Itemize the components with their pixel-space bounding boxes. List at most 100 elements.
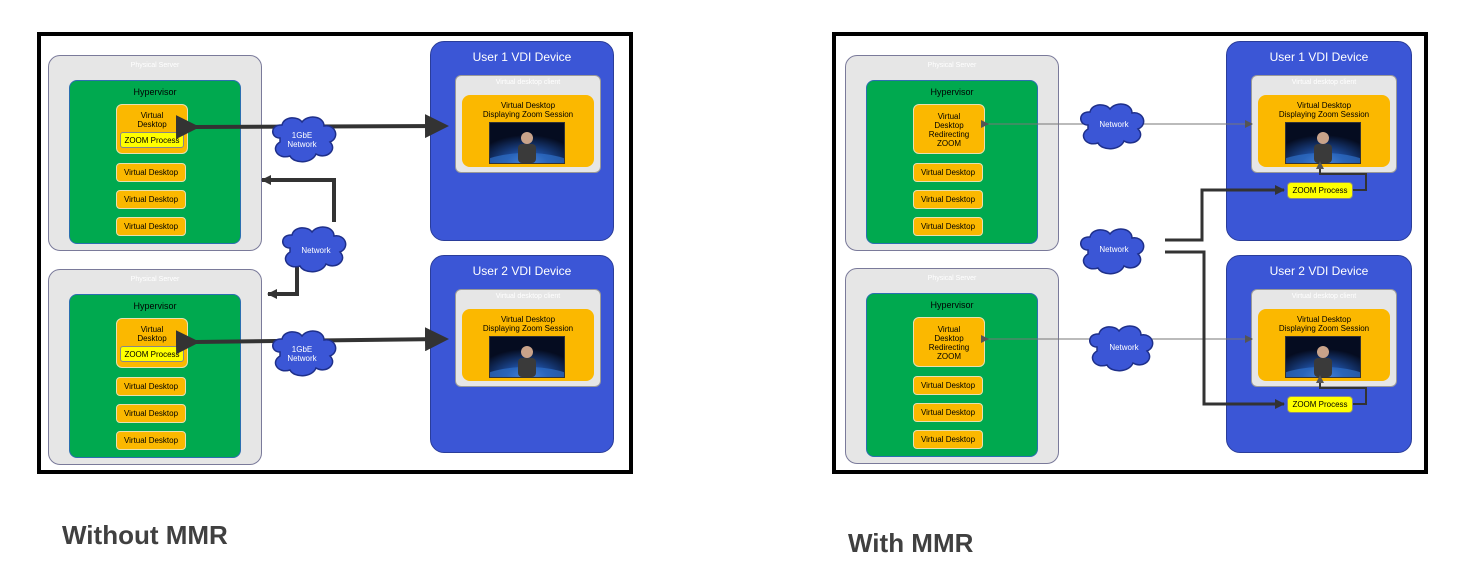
hypervisor-label: Hypervisor xyxy=(133,87,177,97)
network-cloud xyxy=(1080,103,1145,150)
user2-vdi-device: User 2 VDI Device Virtual desktop client… xyxy=(430,255,614,453)
virtual-desktop-label-2: Desktop xyxy=(137,334,167,343)
hypervisor: Hypervisor Virtual Desktop ZOOM Process … xyxy=(69,294,241,458)
network-cloud xyxy=(1089,325,1154,372)
network-label: Network xyxy=(1109,343,1139,352)
network-cloud xyxy=(282,226,347,273)
device-title: User 2 VDI Device xyxy=(1269,264,1369,278)
virtual-desktop-display: Virtual Desktop Displaying Zoom Session xyxy=(462,309,594,381)
device-title: User 2 VDI Device xyxy=(472,264,572,278)
user1-vdi-device: User 1 VDI Device Virtual desktop client… xyxy=(1226,41,1412,241)
virtual-desktop-display: Virtual Desktop Displaying Zoom Session xyxy=(1258,95,1390,167)
redirect-line1: Virtual xyxy=(937,325,961,334)
gbe-line2: Network xyxy=(287,140,317,149)
earth-person-image xyxy=(1286,123,1360,163)
arrow-network-to-zoom2 xyxy=(1165,250,1285,409)
physical-server-2: Physical Server Hypervisor Virtual Deskt… xyxy=(845,268,1059,464)
earth-person-image xyxy=(490,123,564,163)
virtual-desktop-client: Virtual desktop client Virtual Desktop D… xyxy=(1251,289,1397,387)
zoom-video-image xyxy=(1285,336,1361,378)
redirect-line2: Desktop xyxy=(934,121,964,130)
hypervisor: Hypervisor Virtual Desktop ZOOM Process … xyxy=(69,80,241,244)
hypervisor-label: Hypervisor xyxy=(133,301,177,311)
vdd-line1: Virtual Desktop xyxy=(1296,315,1352,324)
virtual-desktop-redirecting-zoom: Virtual Desktop Redirecting ZOOM xyxy=(913,317,985,367)
redirect-line2: Desktop xyxy=(934,334,964,343)
virtual-desktop-label-1: Virtual xyxy=(140,325,164,334)
gbe-line2: Network xyxy=(287,354,317,363)
hypervisor: Hypervisor Virtual Desktop Redirecting Z… xyxy=(866,293,1038,457)
virtual-desktop: Virtual Desktop xyxy=(116,404,186,423)
caption-without-mmr: Without MMR xyxy=(62,520,228,550)
virtual-desktop: Virtual Desktop xyxy=(913,163,983,182)
zoom-process: ZOOM Process xyxy=(120,346,184,362)
virtual-desktop: Virtual Desktop xyxy=(913,217,983,236)
physical-server-label: Physical Server xyxy=(927,275,977,282)
redirect-line4: ZOOM xyxy=(937,352,961,361)
arrow-server-link xyxy=(261,175,336,299)
physical-server-2: Physical Server Hypervisor Virtual Deskt… xyxy=(48,269,262,465)
virtual-desktop: Virtual Desktop xyxy=(116,190,186,209)
device-title: User 1 VDI Device xyxy=(1269,50,1369,64)
vdd-line2: Displaying Zoom Session xyxy=(1278,110,1370,119)
device-title: User 1 VDI Device xyxy=(472,50,572,64)
zoom-process: ZOOM Process xyxy=(1287,396,1353,413)
vdd-line2: Displaying Zoom Session xyxy=(482,110,574,119)
zoom-process: ZOOM Process xyxy=(1287,182,1353,199)
zoom-video-image xyxy=(1285,122,1361,164)
vdd-line2: Displaying Zoom Session xyxy=(1278,324,1370,333)
vdd-line1: Virtual Desktop xyxy=(1296,101,1352,110)
virtual-desktop-label-2: Desktop xyxy=(137,120,167,129)
vdd-line2: Displaying Zoom Session xyxy=(482,324,574,333)
network-label: Network xyxy=(1099,120,1129,129)
virtual-desktop: Virtual Desktop xyxy=(116,217,186,236)
virtual-desktop: Virtual Desktop xyxy=(913,376,983,395)
virtual-desktop-redirecting-zoom: Virtual Desktop Redirecting ZOOM xyxy=(913,104,985,154)
earth-person-image xyxy=(1286,337,1360,377)
network-label: Network xyxy=(301,246,331,255)
hypervisor-label: Hypervisor xyxy=(930,300,974,310)
network-cloud xyxy=(272,330,337,377)
zoom-process: ZOOM Process xyxy=(120,132,184,148)
client-label: Virtual desktop client xyxy=(495,79,561,86)
redirect-line1: Virtual xyxy=(937,112,961,121)
arrow-network-to-zoom1 xyxy=(1165,185,1285,242)
earth-person-image xyxy=(490,337,564,377)
redirect-line4: ZOOM xyxy=(937,139,961,148)
virtual-desktop-label-1: Virtual xyxy=(140,111,164,120)
virtual-desktop: Virtual Desktop xyxy=(913,190,983,209)
network-label: Network xyxy=(1099,245,1129,254)
client-label: Virtual desktop client xyxy=(1291,293,1357,300)
network-cloud xyxy=(272,116,337,163)
zoom-video-image xyxy=(489,122,565,164)
virtual-desktop-client: Virtual desktop client Virtual Desktop D… xyxy=(455,289,601,387)
user1-vdi-device: User 1 VDI Device Virtual desktop client… xyxy=(430,41,614,241)
redirect-line3: Redirecting xyxy=(928,343,970,352)
network-cloud xyxy=(1080,228,1145,275)
gbe-line1: 1GbE xyxy=(291,131,313,140)
hypervisor: Hypervisor Virtual Desktop Redirecting Z… xyxy=(866,80,1038,244)
virtual-desktop: Virtual Desktop xyxy=(116,431,186,450)
virtual-desktop: Virtual Desktop xyxy=(116,163,186,182)
client-label: Virtual desktop client xyxy=(1291,79,1357,86)
virtual-desktop-display: Virtual Desktop Displaying Zoom Session xyxy=(1258,309,1390,381)
zoom-video-image xyxy=(489,336,565,378)
arrow-zoom-to-display-2 xyxy=(1316,375,1367,405)
user2-vdi-device: User 2 VDI Device Virtual desktop client… xyxy=(1226,255,1412,453)
physical-server-label: Physical Server xyxy=(130,276,180,283)
hypervisor-label: Hypervisor xyxy=(930,87,974,97)
arrow-zoom-to-display-1 xyxy=(1316,161,1367,191)
gbe-line1: 1GbE xyxy=(291,345,313,354)
client-label: Virtual desktop client xyxy=(495,293,561,300)
physical-server-1: Physical Server Hypervisor Virtual Deskt… xyxy=(845,55,1059,251)
gbe-network-label: 1GbE Network xyxy=(282,345,322,363)
caption-with-mmr: With MMR xyxy=(848,528,974,558)
virtual-desktop: Virtual Desktop xyxy=(913,430,983,449)
physical-server-1: Physical Server Hypervisor Virtual Deskt… xyxy=(48,55,262,251)
physical-server-label: Physical Server xyxy=(130,62,180,69)
virtual-desktop-client: Virtual desktop client Virtual Desktop D… xyxy=(455,75,601,173)
virtual-desktop: Virtual Desktop xyxy=(116,377,186,396)
vdd-line1: Virtual Desktop xyxy=(500,101,556,110)
virtual-desktop-display: Virtual Desktop Displaying Zoom Session xyxy=(462,95,594,167)
